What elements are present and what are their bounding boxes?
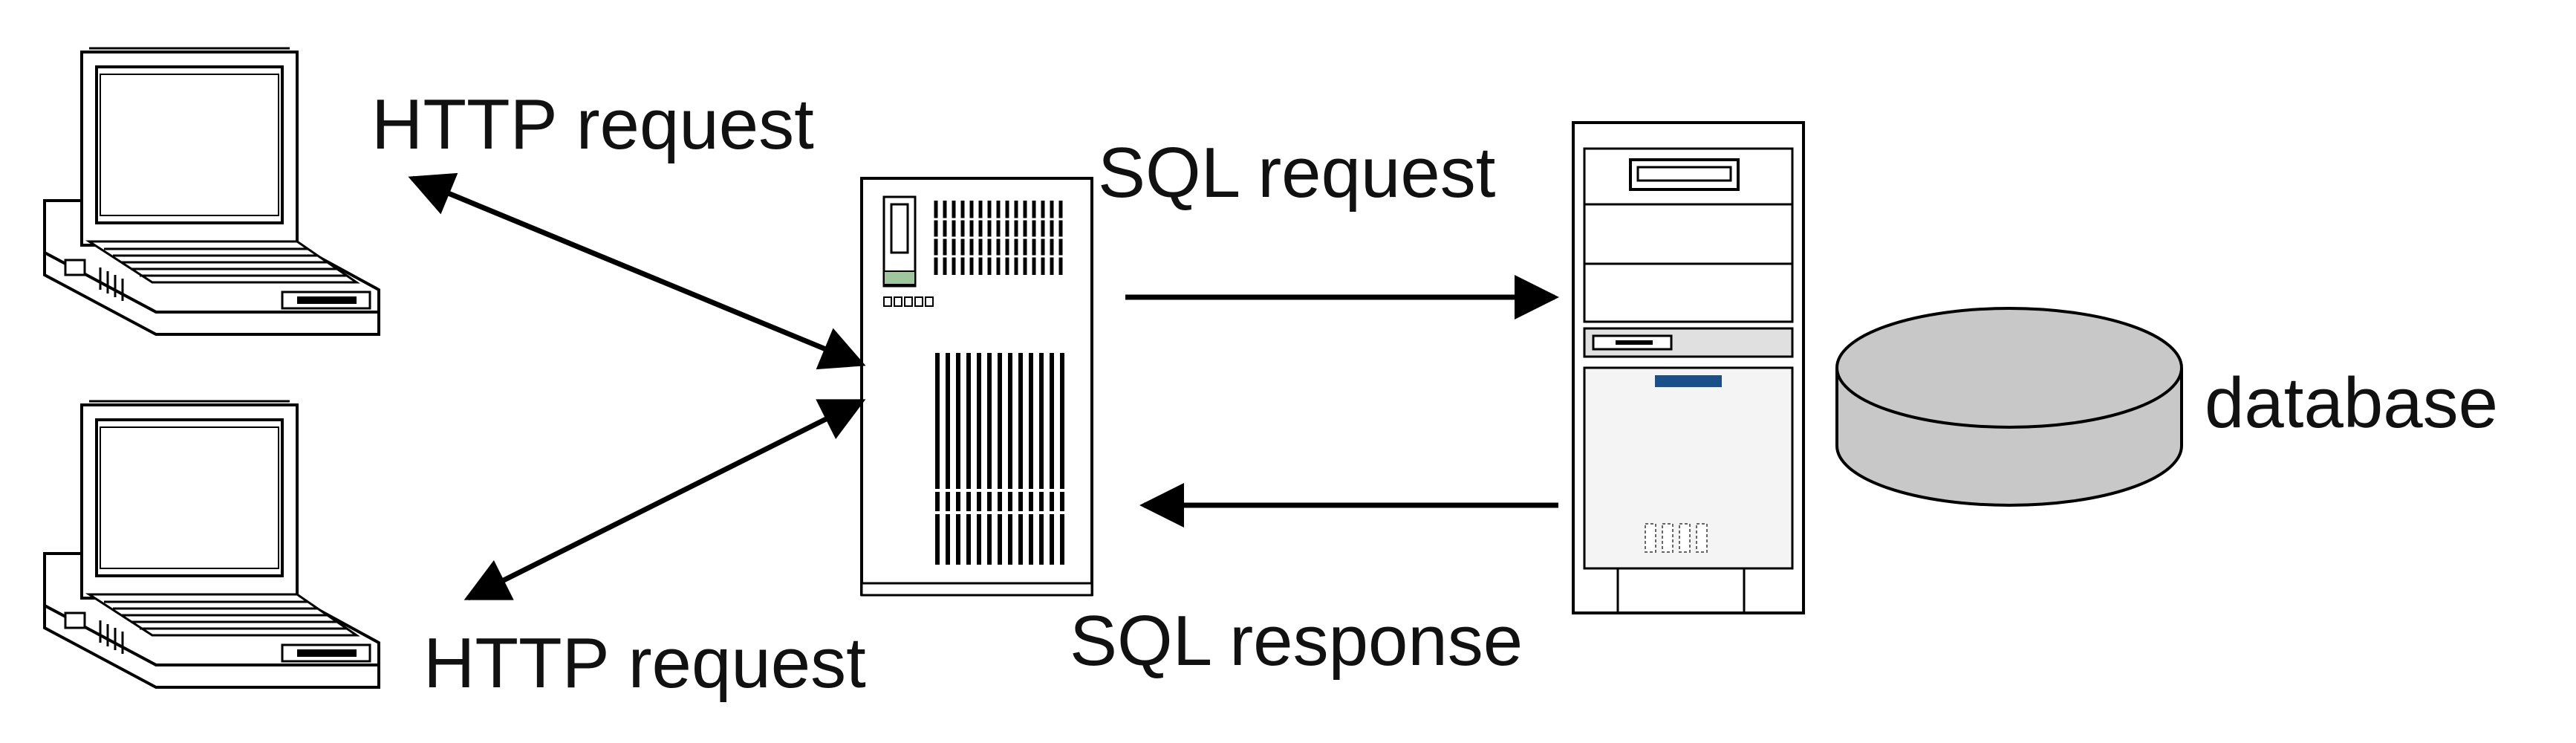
laptop-icon <box>43 400 380 689</box>
http-request-bottom-label: HTTP request <box>423 623 866 703</box>
database-label: database <box>2205 363 2498 443</box>
laptop-icon <box>43 47 380 336</box>
database-cylinder-icon <box>1835 307 2183 507</box>
sql-response-label: SQL response <box>1070 601 1523 681</box>
http-arrow-top <box>408 172 866 370</box>
sql-request-label: SQL request <box>1098 133 1495 212</box>
web-server-tower-icon <box>860 177 1093 597</box>
database-server-tower-icon <box>1572 121 1805 614</box>
http-arrow-bottom <box>464 398 866 601</box>
http-request-top-label: HTTP request <box>371 85 814 164</box>
